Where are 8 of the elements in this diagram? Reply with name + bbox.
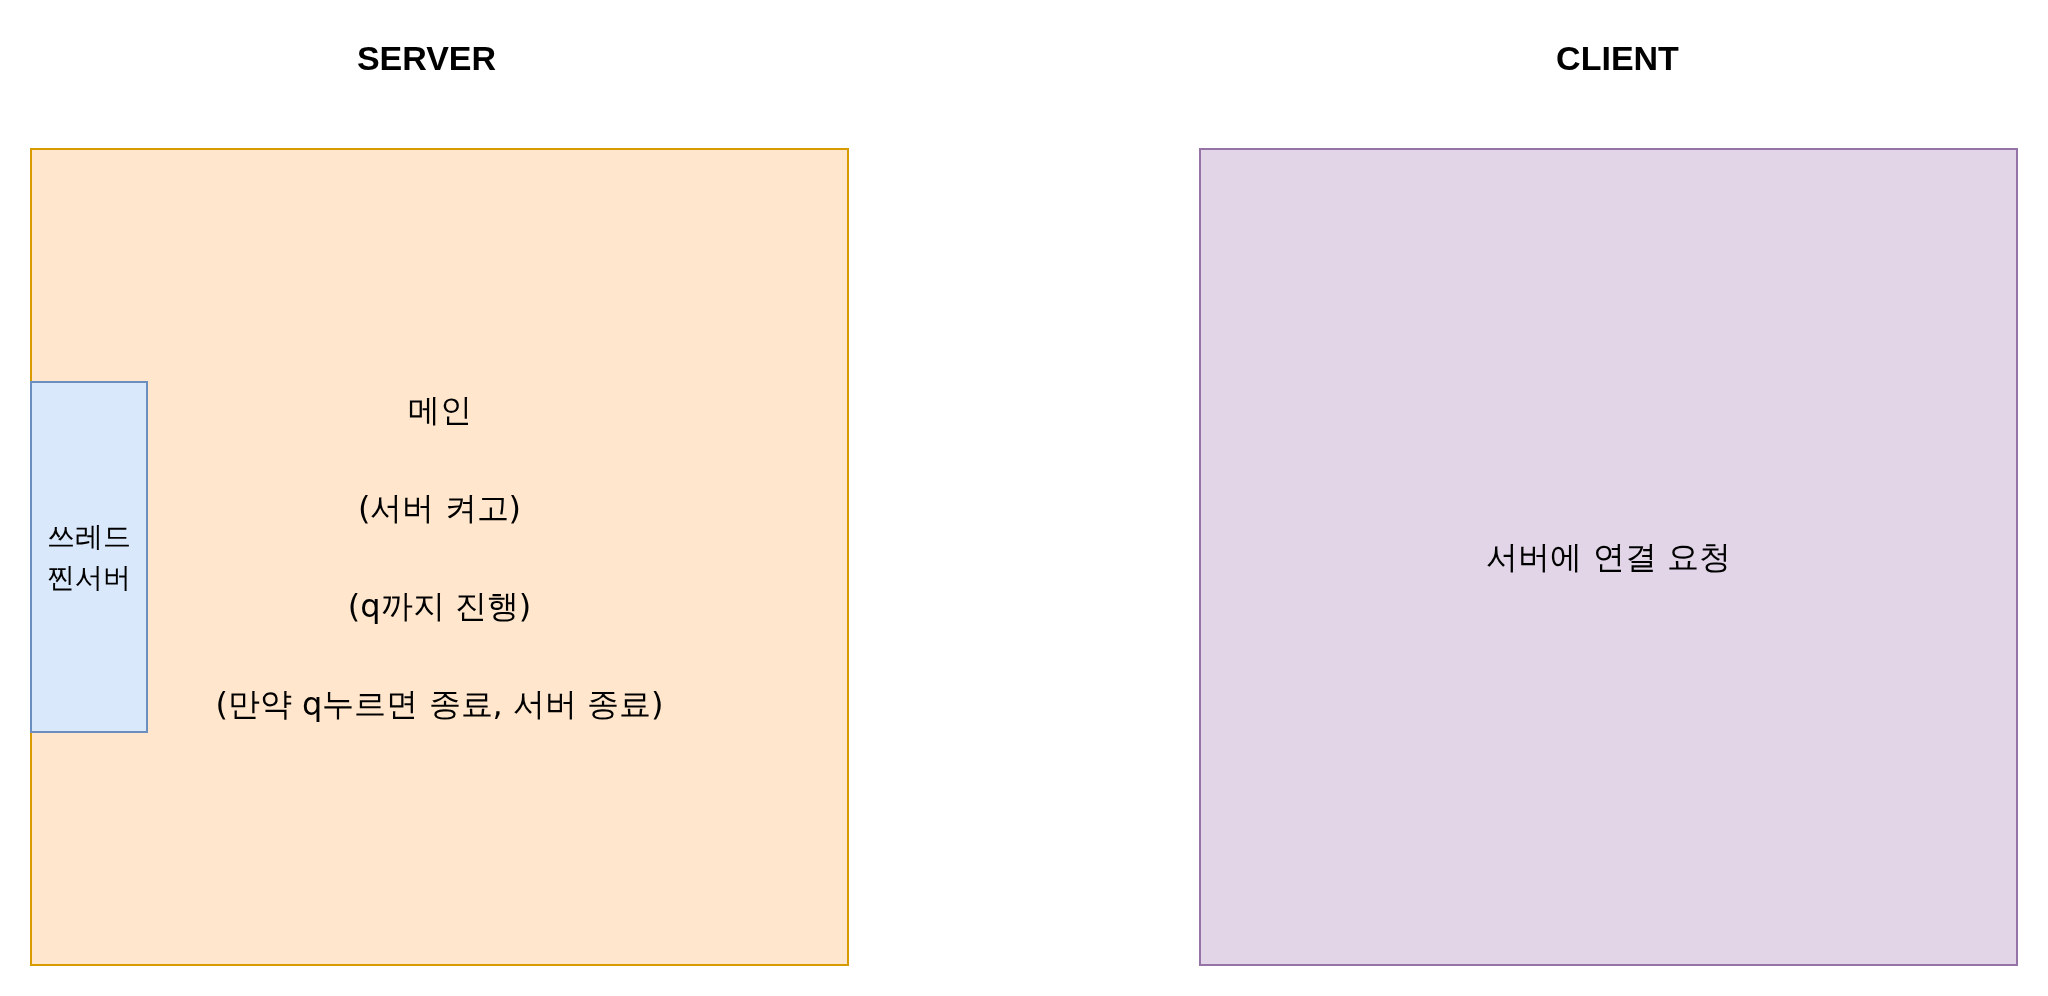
box-label: 쓰레드 찐서버 — [46, 519, 132, 596]
panel-text: 서버에 연결 요청 — [1486, 537, 1731, 577]
panel-text: (서버 켜고) — [357, 488, 522, 528]
panel-heading: CLIENT — [1555, 38, 1680, 78]
panel-text: 메인 — [407, 390, 472, 430]
panel-text: (만약 q누르면 종료, 서버 종료) — [215, 684, 664, 724]
panel-text: (q까지 진행) — [347, 586, 532, 626]
panel-heading: SERVER — [355, 38, 498, 78]
